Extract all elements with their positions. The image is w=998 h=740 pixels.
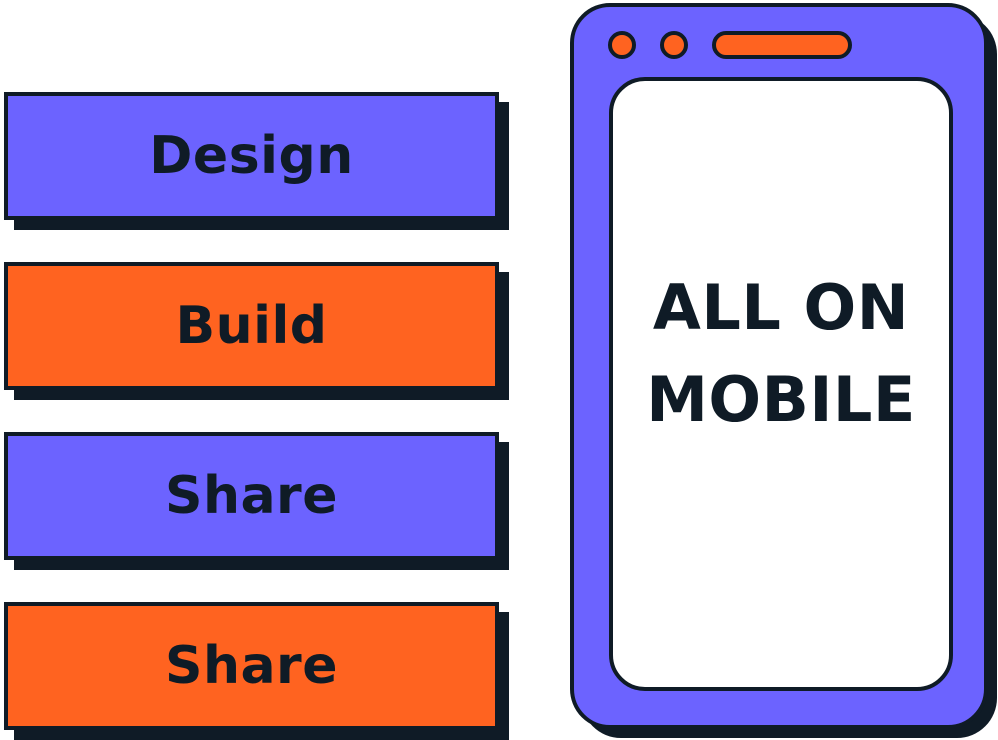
build-label: Build (175, 296, 328, 356)
share-label-2: Share (165, 636, 338, 696)
build-block: Build (4, 262, 499, 390)
phone-screen: ALL ON MOBILE (609, 77, 953, 691)
share-label-1: Share (165, 466, 338, 526)
share-block-1: Share (4, 432, 499, 560)
screen-line-1: ALL ON (652, 271, 910, 344)
design-block: Design (4, 92, 499, 220)
design-label: Design (149, 126, 354, 186)
sensor-dot-icon (660, 31, 688, 59)
speaker-icon (712, 31, 852, 59)
phone-illustration: ALL ON MOBILE (570, 3, 988, 729)
camera-dot-icon (608, 31, 636, 59)
share-block-2: Share (4, 602, 499, 730)
screen-line-2: MOBILE (646, 363, 916, 436)
screen-text: ALL ON MOBILE (646, 262, 916, 446)
